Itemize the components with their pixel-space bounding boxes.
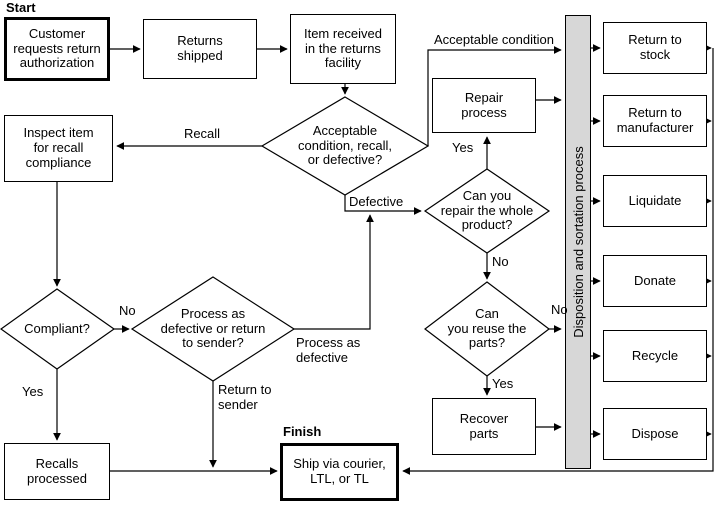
diamond-process-or-return-label: Process as defective or return to sender… [160, 305, 266, 351]
diamond-acceptable-condition-label: Acceptable condition, recall, or defecti… [298, 122, 392, 168]
node-recalls-processed: Recalls processed [4, 443, 110, 500]
node-return-to-manufacturer: Return to manufacturer [603, 95, 707, 147]
node-return-to-stock: Return to stock [603, 22, 707, 74]
node-item-received: Item received in the returns facility [290, 14, 396, 84]
edge-processq-to-defective-join [294, 214, 374, 330]
edge-label-process-as-defective: Process as defective [296, 335, 361, 365]
node-repair-process: Repair process [432, 78, 536, 133]
diamond-can-repair [423, 168, 551, 254]
edge-label-reuse-no: No [551, 302, 568, 317]
diamond-can-reuse [424, 281, 550, 377]
node-inspect-item: Inspect item for recall compliance [4, 115, 113, 182]
node-liquidate: Liquidate [603, 175, 707, 227]
finish-label: Finish [283, 424, 322, 439]
edge-defective-to-repairq [344, 195, 422, 215]
node-donate: Donate [603, 255, 707, 307]
diamond-can-reuse-label: Can you reuse the parts? [447, 305, 527, 351]
node-customer-requests-return: Customer requests return authorization [4, 17, 110, 81]
node-recycle: Recycle [603, 330, 707, 382]
edge-label-repair-yes: Yes [452, 140, 474, 155]
edge-label-compliant-yes: Yes [22, 384, 44, 399]
edge-acceptable-to-bar [427, 46, 562, 146]
edge-label-compliant-no: No [119, 303, 136, 318]
edge-label-return-to-sender: Return to sender [218, 382, 272, 412]
diamond-compliant [0, 288, 116, 370]
edge-label-acceptable-condition: Acceptable condition [434, 32, 554, 47]
edge-collector-to-ship [402, 48, 714, 475]
disposition-sortation-bar [565, 15, 591, 469]
edge-label-recall: Recall [183, 126, 221, 141]
diamond-compliant-label: Compliant? [24, 320, 90, 336]
node-ship-via-courier: Ship via courier, LTL, or TL [280, 443, 399, 501]
edge-label-reuse-yes: Yes [492, 376, 514, 391]
diamond-can-repair-label: Can you repair the whole product? [440, 187, 534, 233]
edge-label-defective: Defective [349, 194, 404, 209]
node-dispose: Dispose [603, 408, 707, 460]
diamond-acceptable-condition [260, 96, 430, 196]
node-returns-shipped: Returns shipped [143, 19, 257, 79]
start-label: Start [6, 0, 36, 15]
disposition-sortation-bar-label: Disposition and sortation process [570, 146, 586, 338]
node-recover-parts: Recover parts [432, 398, 536, 455]
diamond-process-or-return [130, 276, 296, 382]
edge-label-repair-no: No [492, 254, 509, 269]
